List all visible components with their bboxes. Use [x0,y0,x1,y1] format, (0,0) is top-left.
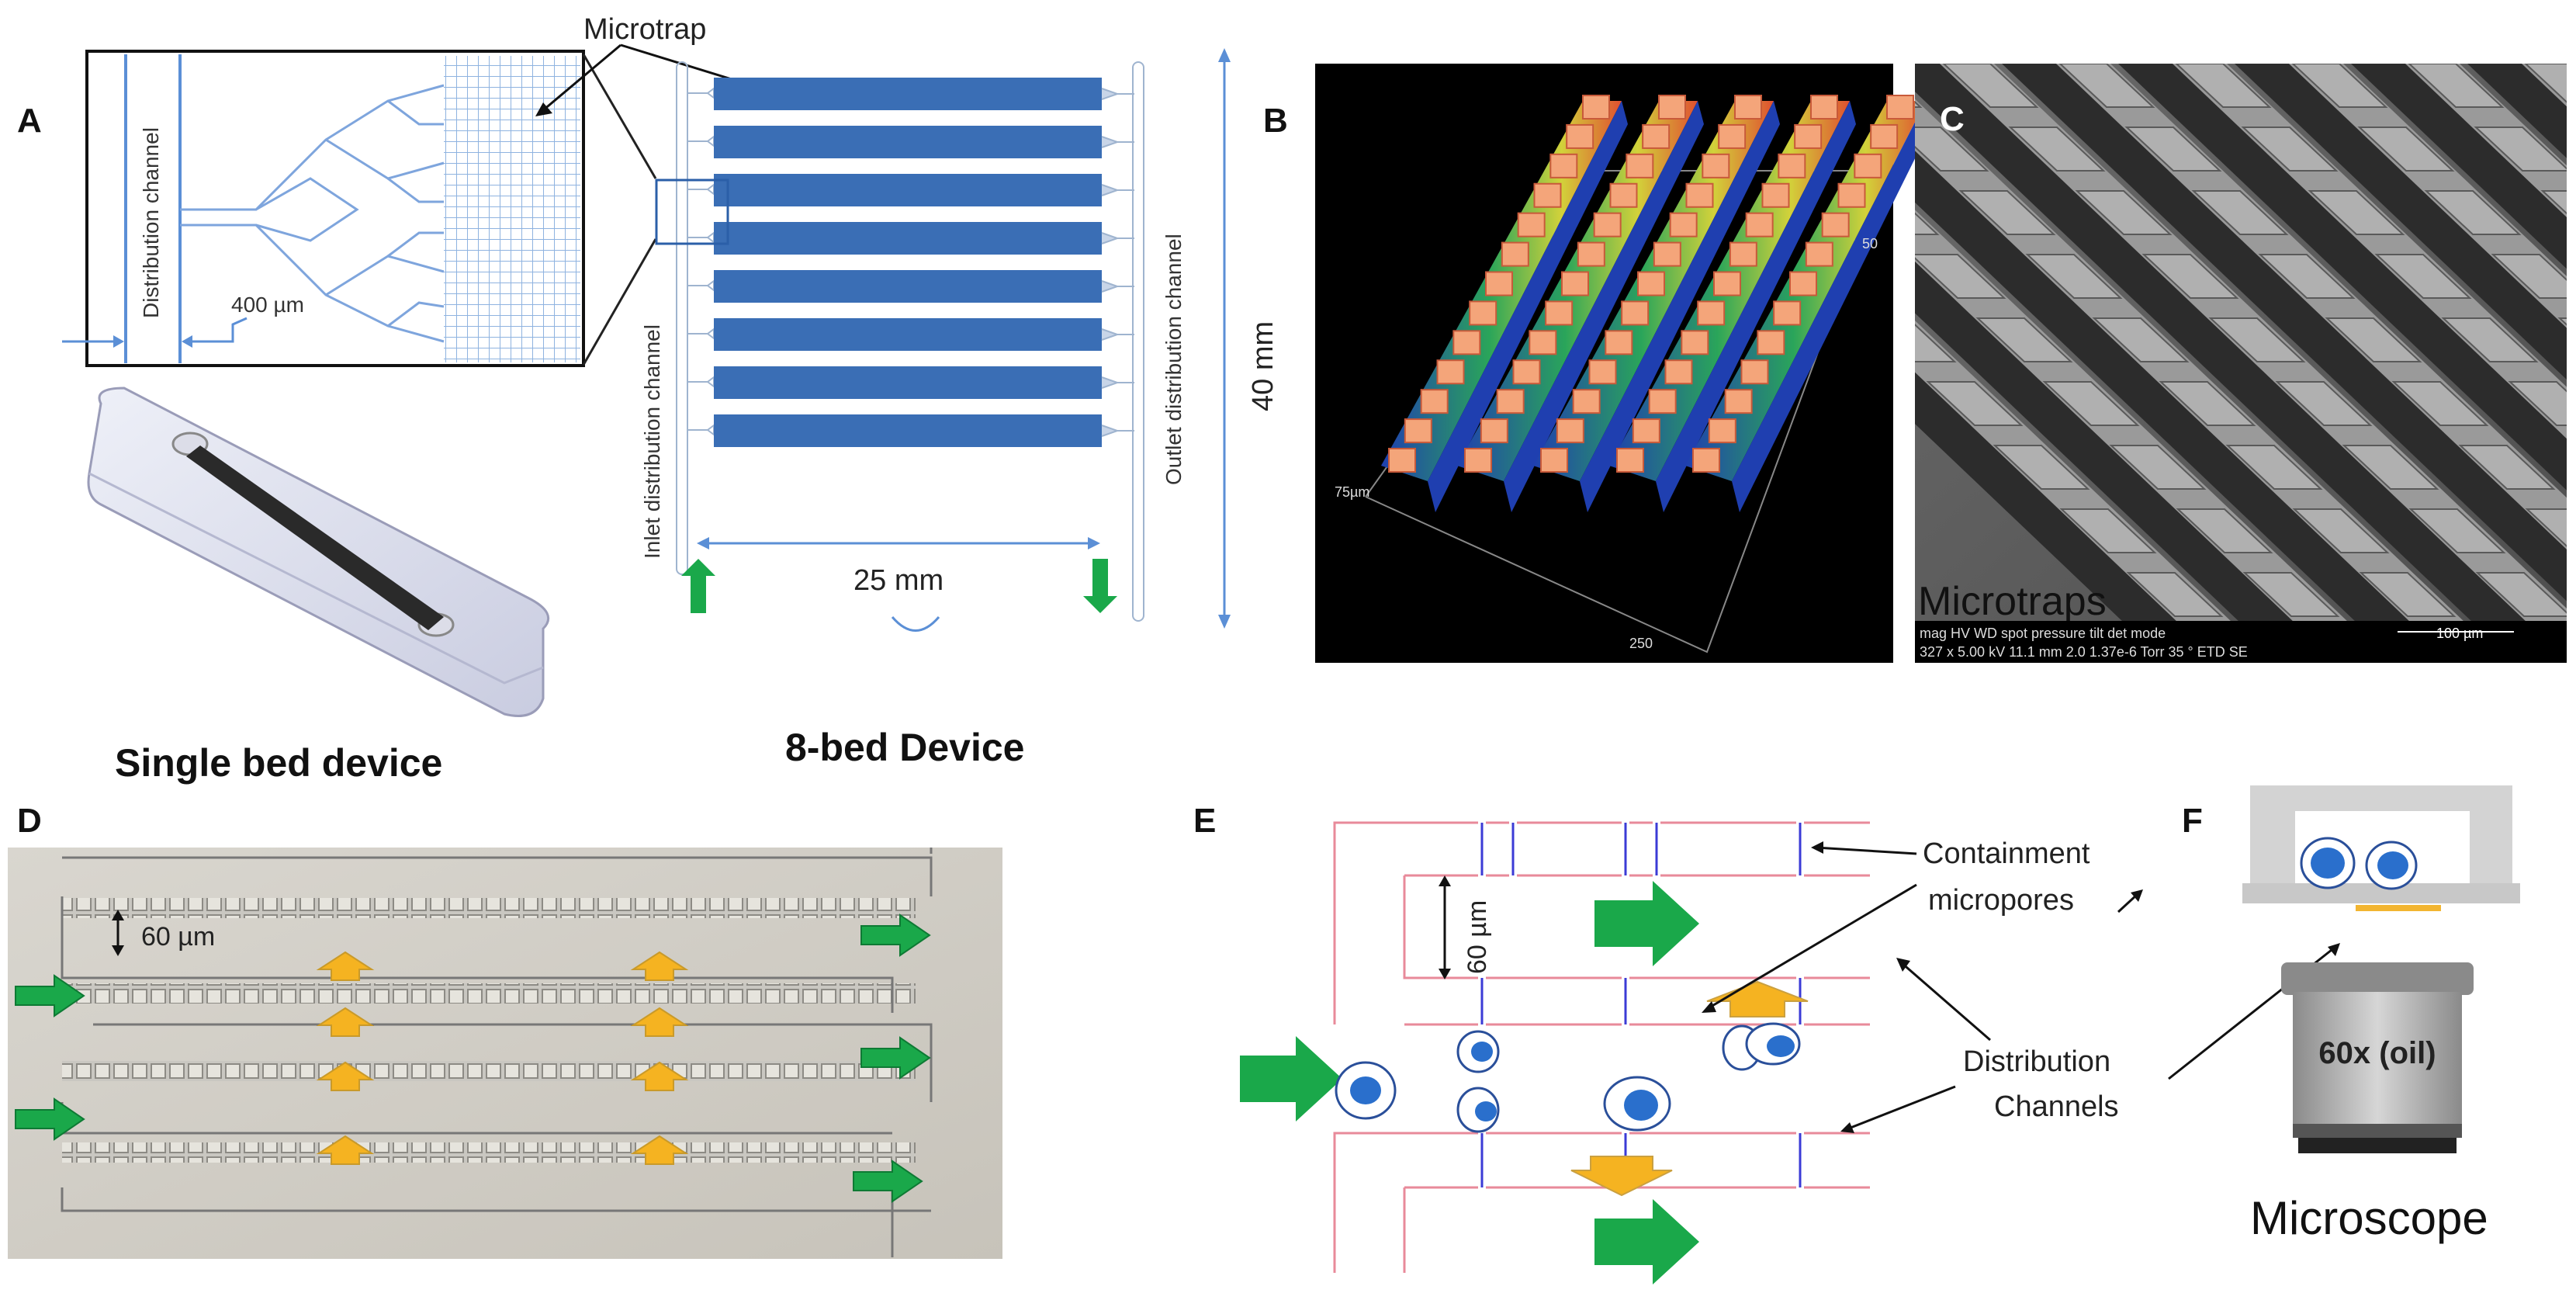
ridge-1 [1381,95,1628,512]
sem-stripe [2351,64,2567,269]
svg-text:50: 50 [1862,236,1878,251]
distribution-label-1: Distribution [1963,1045,2110,1078]
sem-values: 327 x 5.00 kV 11.1 mm 2.0 1.37e-6 Torr 3… [1920,644,2248,660]
trap-row [62,1142,916,1163]
width-label: 400 µm [231,293,304,317]
inlet-channel-label: Inlet distribution channel [640,324,664,559]
branching-channels [180,84,445,343]
sem-stripe [2118,64,2567,491]
length-label: 25 mm [853,564,943,597]
objective-collar [2281,962,2474,995]
e-arrow-icon [1594,881,1699,966]
d-orange-arrow-icon [316,1135,375,1165]
bed-4 [687,222,1134,255]
objective-body [2293,992,2462,1124]
svg-text:250: 250 [1629,636,1653,651]
microscope-label: Microscope [2250,1192,2488,1244]
ridge-3 [1533,95,1780,512]
bed-5 [687,270,1134,303]
outlet-arrow-icon [1083,559,1117,613]
panel-b: B 75µm 250 50 [1263,64,1932,663]
svg-text:75µm: 75µm [1335,484,1369,500]
caption-single-bed: Single bed device [115,741,442,785]
e-micropores [1480,823,1802,1187]
panel-a: A Distribution channel 400 µm [17,13,1279,785]
panel-c-letter: C [1940,100,1965,138]
e-orange-arrow-icon [1706,980,1809,1017]
d-orange-arrow-icon [630,951,689,981]
height-label: 40 mm [1247,321,1279,411]
trap-row [62,983,916,1004]
sem-stripe [1915,64,2567,621]
d-orange-arrow-icon [630,1007,689,1037]
e-orange-arrow-icon [1570,1156,1673,1197]
d-orange-arrow-icon [316,1007,375,1037]
ridge-5 [1685,95,1932,512]
d-green-arrow-icon [15,1097,85,1141]
d-green-arrow-icon [860,1036,931,1080]
e-arrow-icon [1240,1036,1342,1121]
caption-eight-bed: 8-bed Device [785,726,1024,769]
zoom-box [655,179,729,245]
sem-scale-bar: 100 µm [2436,626,2483,641]
panel-f: F 60x (oil) Microscope [2182,785,2520,1244]
bed-8 [687,414,1134,447]
panel-e: E [1193,802,2340,1284]
panel-a-letter: A [17,102,42,140]
containment-label-1: Containment [1923,837,2090,870]
ridge-4 [1609,95,1856,512]
e-gap-label: 60 µm [1463,900,1492,974]
e-arrow-icon [1594,1199,1699,1284]
sem-stripe [1915,321,2231,621]
sem-stripe [2235,64,2567,380]
bed-2 [687,126,1134,158]
e-cells [1335,1022,1801,1133]
sem-stripe [2002,64,2567,601]
sem-stripe [1915,210,2347,621]
d-orange-arrow-icon [630,1135,689,1165]
distribution-channel-label: Distribution channel [139,127,163,318]
sem-header: mag HV WD spot pressure tilt det mode [1920,626,2166,641]
microtrap-label: Microtrap [583,13,706,46]
panel-d: D 60 µm [8,802,1002,1259]
panel-b-letter: B [1263,102,1288,140]
inset-box: Distribution channel 400 µm [62,50,585,367]
panel-e-letter: E [1193,802,1216,840]
containment-label-2: micropores [1928,884,2074,917]
microtraps-overlay-label: Microtraps [1918,579,2107,624]
trap-row [62,1061,916,1081]
bed-6 [687,318,1134,351]
distribution-label-2: Channels [1994,1090,2119,1123]
single-bed-device [87,387,550,717]
d-orange-arrow-icon [316,1061,375,1091]
microtrap-array [444,56,580,362]
d-orange-arrow-icon [316,951,375,981]
bed-3 [687,174,1134,206]
eight-bed-device: Inlet distribution channel Outlet distri… [640,48,1279,632]
d-green-arrow-icon [15,974,85,1017]
panel-f-letter: F [2182,802,2203,840]
sem-stripe [1915,99,2463,621]
ridge-2 [1457,95,1704,512]
panel-c: C Microtraps mag HV WD spot pressure til… [1915,64,2567,663]
d-green-arrow-icon [853,1160,923,1203]
sem-stripe [2467,64,2567,158]
bed-1 [687,78,1134,110]
panel-d-letter: D [17,802,42,840]
bed-7 [687,366,1134,399]
d-gap-label: 60 µm [141,922,215,952]
trap-row [62,898,916,918]
objective-label: 60x (oil) [2318,1036,2436,1070]
d-orange-arrow-icon [630,1061,689,1091]
d-green-arrow-icon [860,913,931,957]
inlet-arrow-icon [681,559,715,613]
outlet-channel-label: Outlet distribution channel [1162,234,1186,485]
